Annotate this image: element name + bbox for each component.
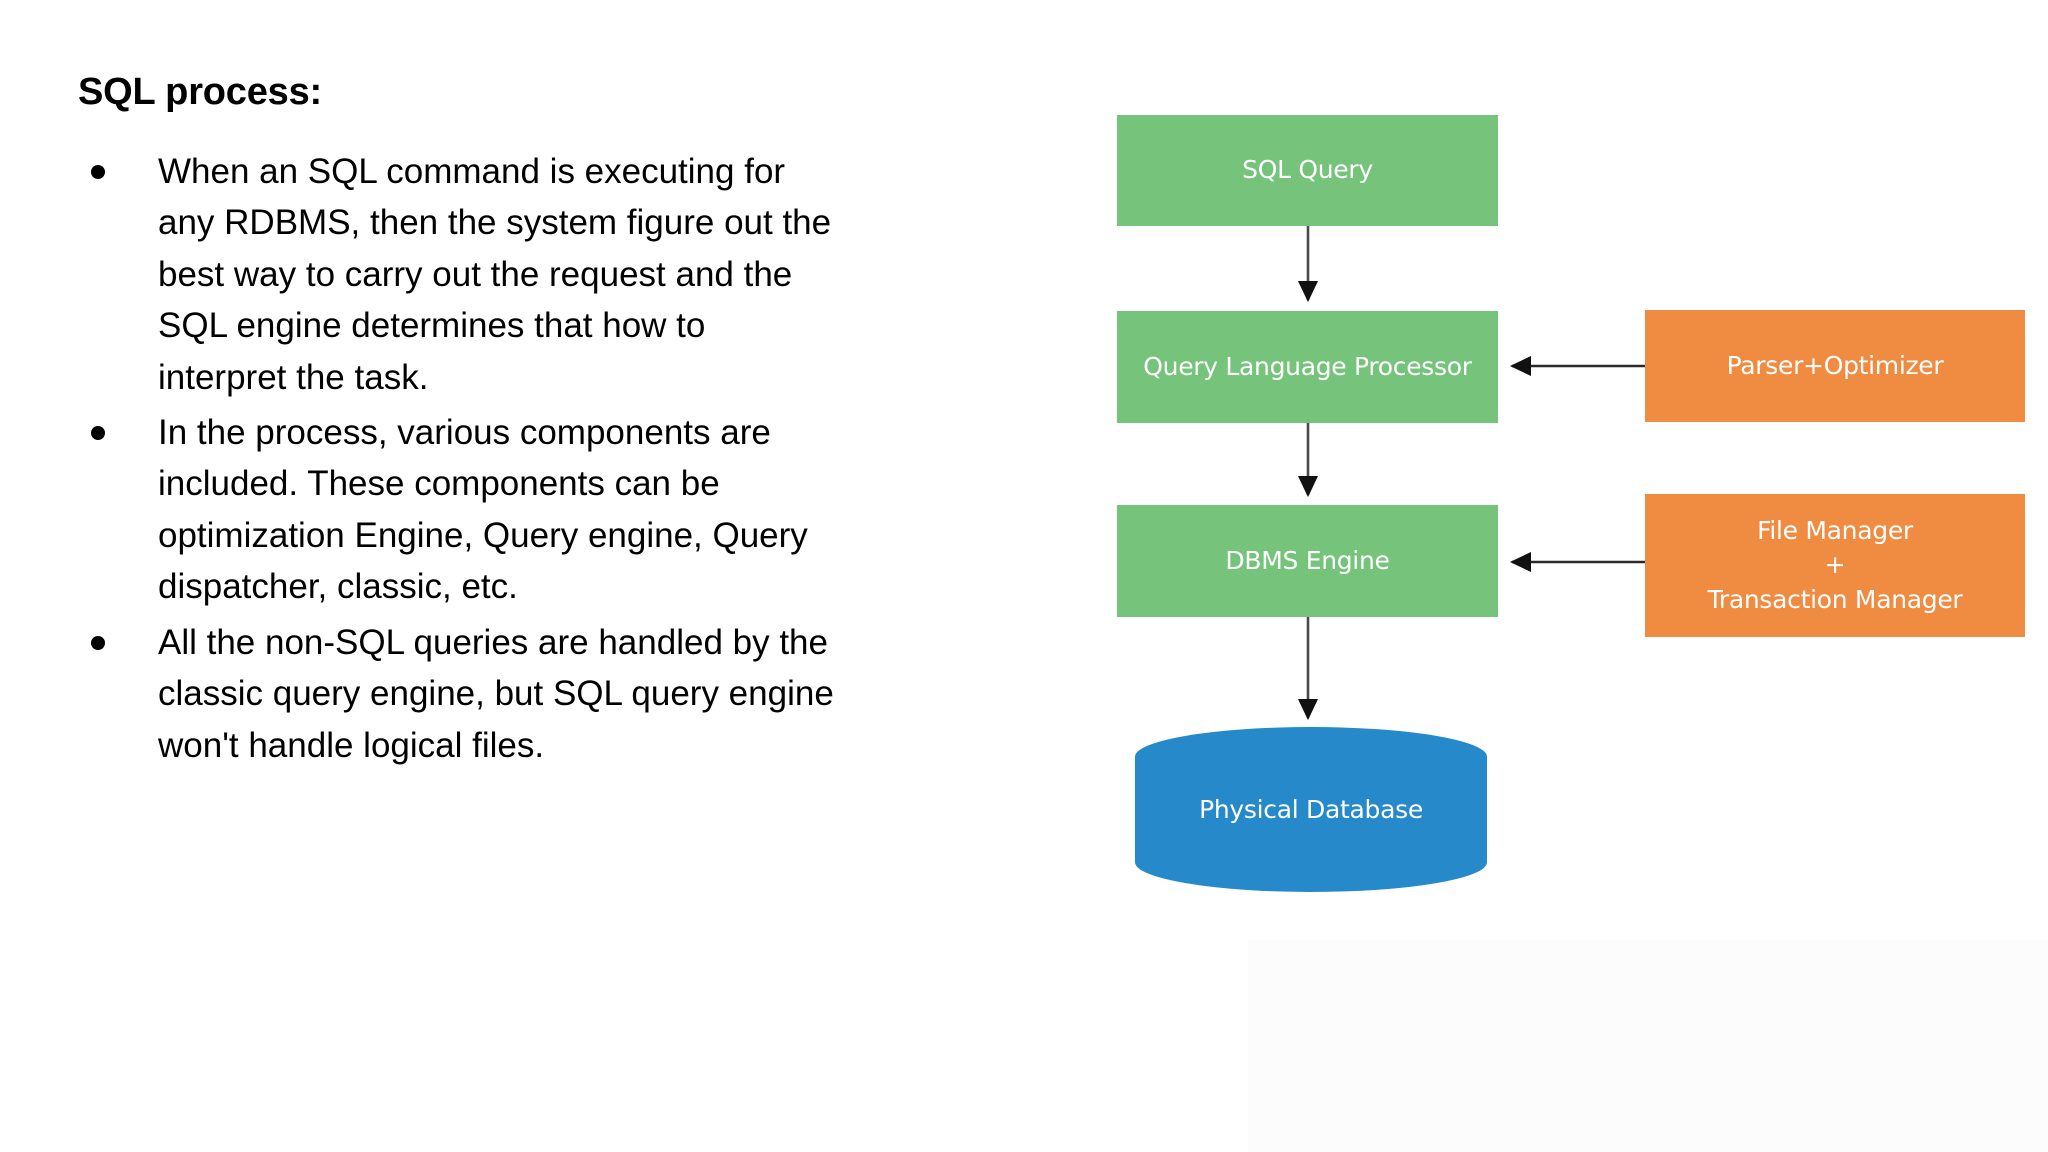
list-item: In the process, various components are i… [78,407,838,613]
node-dbms-engine[interactable]: DBMS Engine [1117,505,1498,617]
node-physical-database-label: Physical Database [1199,795,1423,824]
background-tint-block [1248,940,2048,1152]
node-parser-optimizer[interactable]: Parser+Optimizer [1645,310,2025,422]
node-sql-query-label: SQL Query [1242,155,1373,185]
bullet-dot-icon [91,425,105,440]
bullet-text: In the process, various components are i… [158,412,808,607]
node-query-language-processor[interactable]: Query Language Processor [1117,311,1498,423]
list-item: All the non-SQL queries are handled by t… [78,617,838,771]
bullet-dot-icon [91,164,105,179]
node-sql-query[interactable]: SQL Query [1117,115,1498,226]
bullet-list: When an SQL command is executing for any… [78,146,838,771]
bullet-text: When an SQL command is executing for any… [158,151,832,397]
bullet-dot-icon [91,635,105,650]
node-parser-optimizer-label: Parser+Optimizer [1726,350,1944,380]
node-physical-database[interactable]: Physical Database [1135,727,1487,892]
page-title: SQL process: [78,71,322,113]
node-file-manager-label: File Manager [1757,515,1913,545]
text-content-column: SQL process: When an SQL command is exec… [78,71,838,775]
node-query-language-processor-label: Query Language Processor [1143,351,1472,381]
bullet-text: All the non-SQL queries are handled by t… [158,622,834,765]
node-plus-label: + [1824,550,1846,580]
node-dbms-engine-label: DBMS Engine [1225,545,1390,575]
list-item: When an SQL command is executing for any… [78,146,838,403]
node-transaction-manager-label: Transaction Manager [1707,584,1963,614]
node-file-transaction-manager[interactable]: File Manager + Transaction Manager [1645,494,2025,637]
